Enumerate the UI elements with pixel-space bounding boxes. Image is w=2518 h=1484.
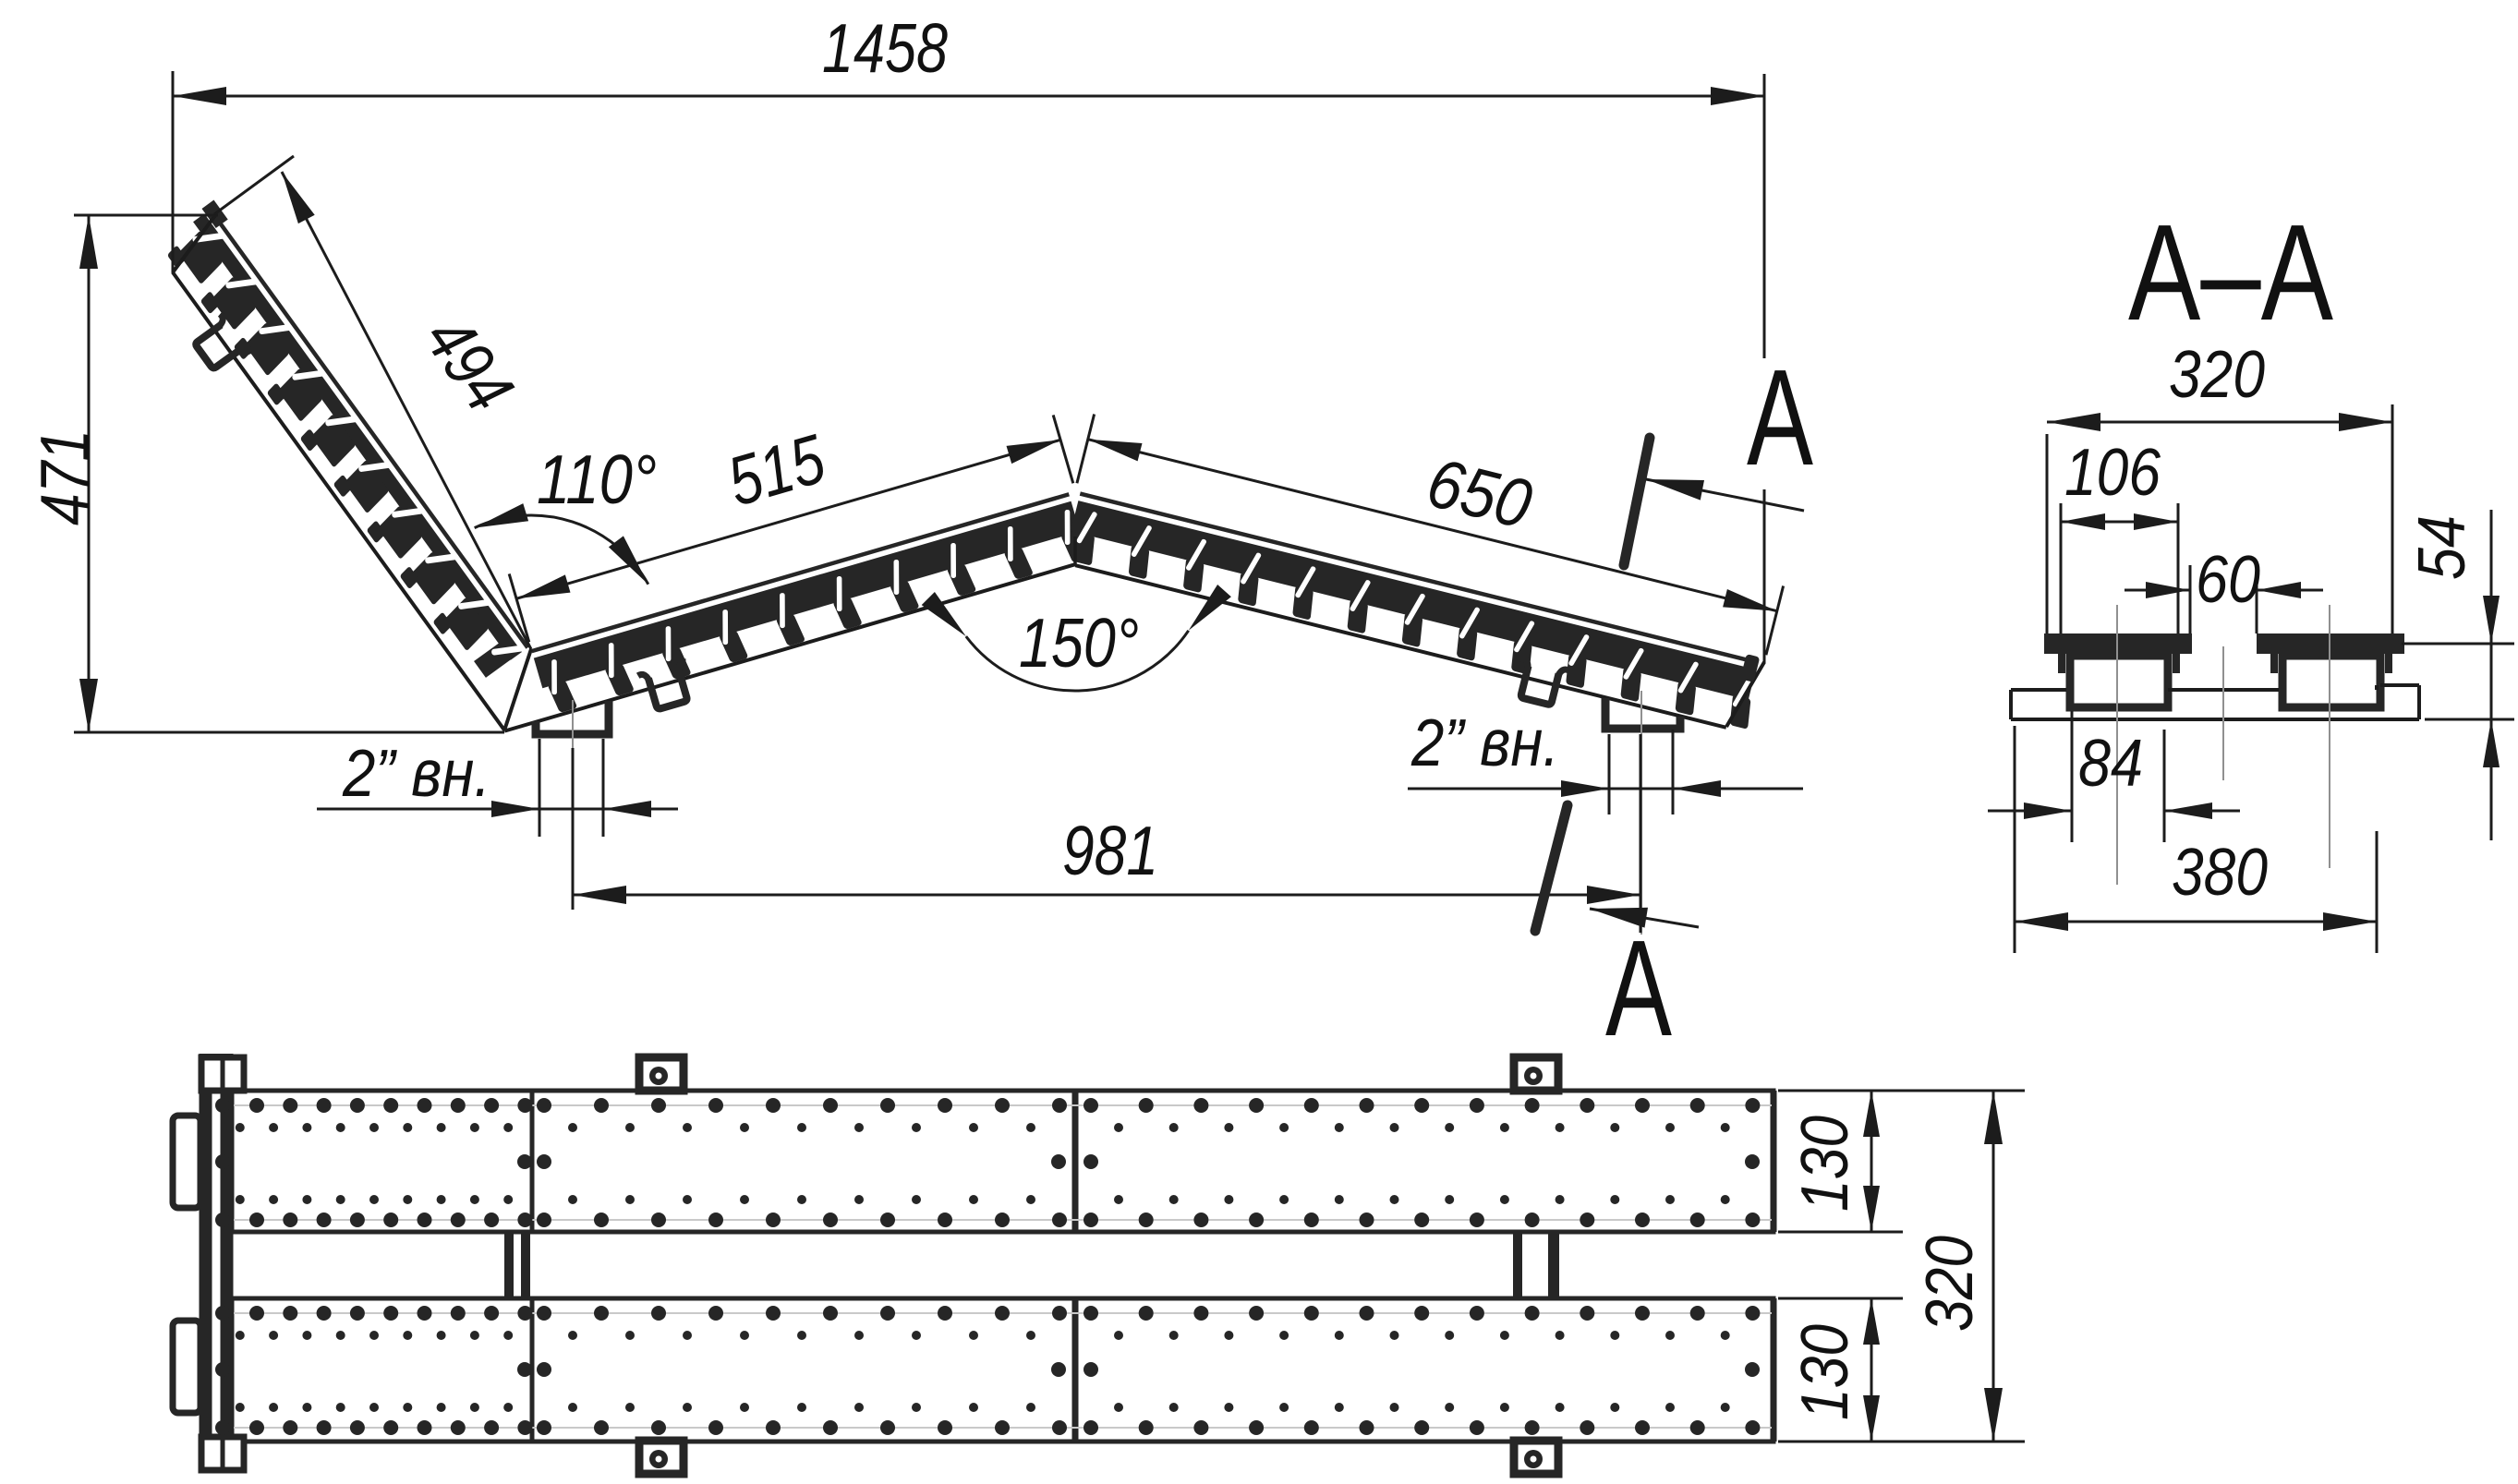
svg-text:110°: 110° (537, 440, 657, 518)
svg-text:130: 130 (1788, 1116, 1862, 1212)
svg-text:A–A: A–A (2128, 197, 2333, 349)
svg-text:106: 106 (2064, 436, 2161, 510)
svg-text:380: 380 (2172, 836, 2268, 910)
svg-text:130: 130 (1788, 1324, 1862, 1420)
svg-text:320: 320 (1913, 1236, 1987, 1332)
svg-text:A: A (1605, 912, 1672, 1065)
svg-text:60: 60 (2196, 543, 2260, 617)
svg-text:150°: 150° (1019, 604, 1139, 682)
svg-text:2” вн.: 2” вн. (342, 737, 490, 811)
svg-text:54: 54 (2405, 515, 2479, 580)
svg-text:981: 981 (1062, 812, 1158, 889)
svg-text:A: A (1747, 342, 1813, 494)
svg-text:471: 471 (26, 429, 103, 525)
svg-text:1458: 1458 (822, 9, 948, 87)
svg-text:320: 320 (2169, 338, 2265, 412)
svg-text:84: 84 (2078, 727, 2143, 801)
svg-text:2” вн.: 2” вн. (1410, 706, 1559, 780)
